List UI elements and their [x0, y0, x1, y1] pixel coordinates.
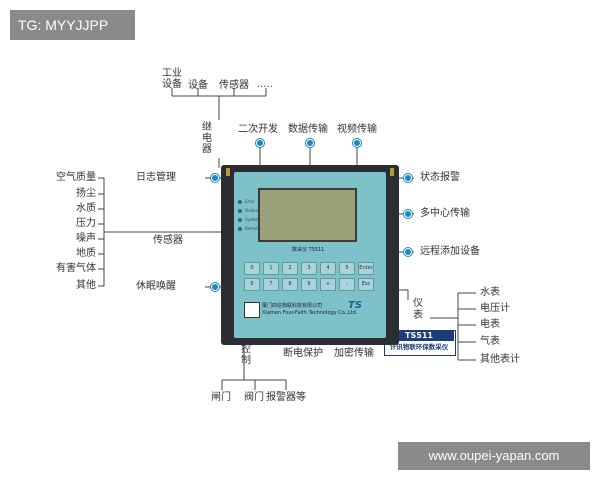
- key-5[interactable]: 5: [339, 262, 355, 275]
- top-device-0: 工业设备: [162, 68, 182, 90]
- meter-2: 电表: [480, 319, 500, 330]
- key-1[interactable]: 1: [263, 262, 279, 275]
- bottom-device-1: 阀门: [244, 392, 264, 403]
- key-plus[interactable]: +: [320, 278, 336, 291]
- led-system: [238, 218, 242, 222]
- led-remote: [238, 227, 242, 231]
- antenna-left: [226, 168, 230, 176]
- key-4[interactable]: 4: [320, 262, 336, 275]
- status-alarm-label: 状态报警: [420, 172, 460, 183]
- key-6[interactable]: 6: [244, 278, 260, 291]
- meter-3: 气表: [480, 336, 500, 347]
- left-sensor-3: 压力: [76, 218, 96, 229]
- top-device-2: 传感器: [219, 80, 249, 91]
- product-subtitle: 计讯物联环保数采仪: [389, 343, 449, 351]
- sleep-wake-label: 休眠唤醒: [136, 281, 176, 292]
- encrypt-label: 加密传输: [334, 348, 374, 359]
- key-minus[interactable]: -: [339, 278, 355, 291]
- remote-add-label: 远程添加设备: [420, 246, 480, 257]
- company-en: Xiamen Four-Faith Technology Co.,Ltd.: [262, 310, 358, 316]
- device-keypad: 0 1 2 3 4 5 Enter 6 7 8 9 + - Esc: [244, 262, 376, 291]
- left-sensor-0: 空气质量: [56, 172, 96, 183]
- device-lcd-screen: [258, 188, 357, 242]
- video-transmission-label: 视频传输: [337, 124, 377, 135]
- key-enter[interactable]: Enter: [358, 262, 374, 275]
- multi-center-dot: [404, 210, 412, 218]
- video-transmission-dot: [353, 139, 361, 147]
- led-error: [238, 200, 242, 204]
- led-remote-label: Remote: [245, 226, 261, 231]
- log-management-dot: [211, 174, 219, 182]
- top-device-3: .....: [257, 79, 273, 90]
- watermark-bottom: www.oupei-yapan.com: [398, 442, 590, 470]
- brand-logo: TS: [348, 300, 363, 311]
- multi-center-label: 多中心传输: [420, 208, 470, 219]
- secondary-dev-dot: [256, 139, 264, 147]
- sensor-label: 传感器: [153, 235, 183, 246]
- led-error-label: Error: [245, 199, 255, 204]
- watermark-top: TG: MYYJJPP: [10, 10, 135, 40]
- led-system-label: System: [245, 217, 260, 222]
- device-company: 厦门四信物联科技有限公司 Xiamen Four-Faith Technolog…: [262, 303, 357, 317]
- meter-1: 电压计: [480, 303, 510, 314]
- antenna-right: [390, 168, 394, 176]
- relay-label: 继电器: [202, 122, 212, 155]
- company-cn: 厦门四信物联科技有限公司: [262, 303, 323, 309]
- device-model-label: 数采仪 TS511: [292, 247, 325, 253]
- status-alarm-dot: [404, 174, 412, 182]
- power-off-label: 断电保护: [283, 348, 323, 359]
- left-sensor-4: 噪声: [76, 233, 96, 244]
- key-2[interactable]: 2: [282, 262, 298, 275]
- sleep-wake-dot: [211, 283, 219, 291]
- left-sensor-5: 地质: [76, 248, 96, 259]
- key-3[interactable]: 3: [301, 262, 317, 275]
- log-management-label: 日志管理: [136, 172, 176, 183]
- product-title: TS511: [384, 330, 454, 341]
- left-sensor-2: 水质: [76, 203, 96, 214]
- key-9[interactable]: 9: [301, 278, 317, 291]
- data-transmission-dot: [306, 139, 314, 147]
- remote-add-dot: [404, 248, 412, 256]
- led-online: [238, 209, 242, 213]
- meter-0: 水表: [480, 287, 500, 298]
- meter-4: 其他表计: [480, 354, 520, 365]
- qr-code-icon: [244, 302, 260, 318]
- left-sensor-6: 有害气体: [56, 263, 96, 274]
- bottom-device-0: 闸门: [211, 392, 231, 403]
- key-7[interactable]: 7: [263, 278, 279, 291]
- key-esc[interactable]: Esc: [358, 278, 374, 291]
- top-device-1: 设备: [188, 80, 208, 91]
- instrument-label: 仪表: [413, 298, 423, 321]
- bottom-device-2: 报警器等: [266, 392, 306, 403]
- data-transmission-label: 数据传输: [288, 124, 328, 135]
- secondary-dev-label: 二次开发: [238, 124, 278, 135]
- left-sensor-1: 扬尘: [76, 188, 96, 199]
- led-online-label: Online: [245, 208, 258, 213]
- left-sensor-7: 其他: [76, 280, 96, 291]
- key-0[interactable]: 0: [244, 262, 260, 275]
- key-8[interactable]: 8: [282, 278, 298, 291]
